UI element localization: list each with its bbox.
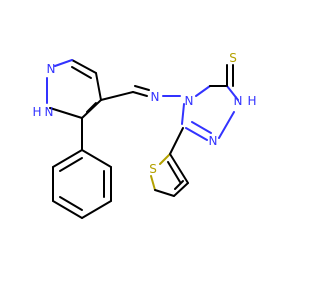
bond (159, 153, 171, 165)
bond-triazole-thiophene (169, 127, 184, 155)
bond (218, 111, 235, 139)
phenyl-ring (52, 149, 112, 219)
bond (181, 103, 185, 125)
bond (52, 149, 83, 168)
bond (81, 149, 112, 168)
thiophene-ring (150, 153, 189, 197)
imine-linker (100, 85, 181, 101)
bond (81, 99, 102, 119)
bond-inner (167, 161, 181, 183)
pyrazole-nh-n-label: N (45, 105, 54, 119)
bond (173, 182, 189, 197)
bond-inner (59, 196, 83, 211)
triazole-n4-label: N (185, 94, 194, 108)
bond (150, 175, 156, 191)
thiophene-s-label: S (149, 162, 157, 176)
bond (226, 85, 239, 101)
pyrazole-ring (46, 59, 102, 119)
bond (95, 72, 102, 101)
triazole-n-label: N (209, 134, 218, 148)
bond (52, 200, 83, 219)
bond (71, 59, 97, 74)
bond (132, 91, 148, 97)
bond (81, 200, 112, 219)
bond (49, 107, 83, 119)
bond (169, 153, 189, 184)
pyrazole-n2-label: N (47, 62, 56, 76)
molecule-svg: S N H N N N N N H S (32, 51, 257, 219)
bond-inner (86, 102, 97, 113)
bond (185, 127, 208, 141)
bond (100, 91, 134, 101)
bond-inner (59, 157, 83, 172)
triazole-ring (181, 85, 239, 141)
bond-inner (191, 121, 212, 134)
imine-n-label: N (151, 90, 160, 104)
bond-n (54, 59, 73, 67)
thione-s-label: S (229, 51, 237, 65)
pyrazole-nh-h-label: H (32, 105, 41, 119)
bond (195, 85, 211, 97)
triazole-nh-n-label: N (234, 94, 243, 108)
bond-double (134, 85, 150, 91)
molecule-structure-diagram: S N H N N N N N H S (32, 51, 257, 219)
bond-inner (71, 66, 92, 79)
bond-inner (174, 180, 184, 190)
bond (154, 189, 175, 197)
triazole-nh-h-label: H (247, 94, 256, 108)
